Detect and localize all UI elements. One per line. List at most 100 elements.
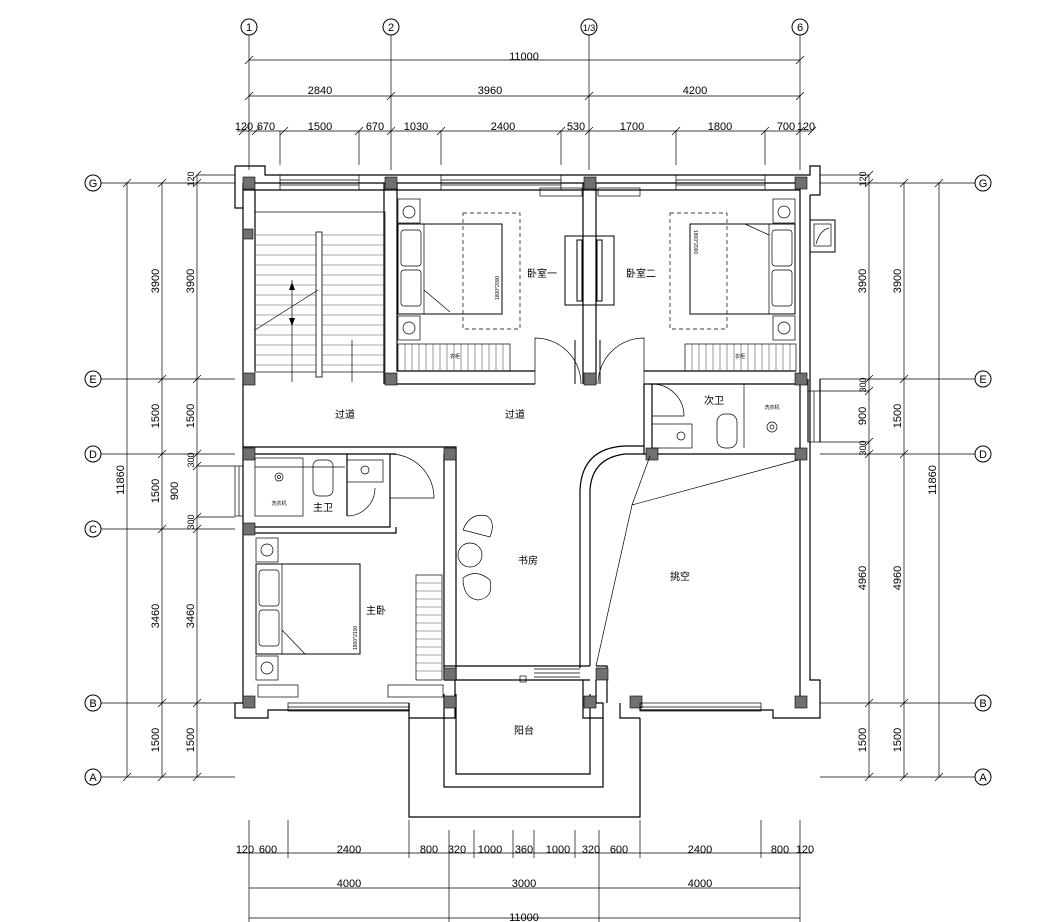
staircase [254,211,386,382]
dim-left-outer-5: 1500 [150,728,162,752]
dim-right-overall: 11860 [927,465,939,495]
top-dimension-lines: 11000 2840 3960 4200 120 670 1500 670 10… [235,51,817,165]
void-open-space: 挑空 [595,455,799,667]
room-label-study: 书房 [518,554,538,567]
bedroom-one: 衣柜 1800*2000 卧室一 [397,187,583,385]
room-label-master-bath: 主卫 [313,502,333,514]
dim-bottom-span-1: 4000 [337,878,361,890]
dim-top-span-1: 2840 [308,85,332,97]
room-label-bedroom-one: 卧室一 [527,267,557,280]
dim-right-outer-4: 1500 [892,728,904,752]
dim-right-inner-3: 300 [858,377,868,392]
dim-top-span-2: 3960 [478,85,502,97]
axis-label-E-right: E [979,374,986,386]
room-label-laundry: 洗衣机 [764,404,779,411]
dim-bottom-detail-6: 1000 [478,844,502,856]
dim-left-inner-7: 3460 [185,604,197,628]
dim-left-overall: 11860 [115,465,127,495]
axis-label-E-left: E [89,374,96,386]
dim-top-detail-8: 1700 [620,121,644,133]
dim-bottom-detail-13: 120 [796,844,814,856]
axis-label-B-left: B [89,698,96,710]
left-dimension-lines: 11860 3900 1500 1500 3460 1500 120 3900 … [115,170,235,782]
dim-left-inner-8: 1500 [185,728,197,752]
second-bathroom: 次卫 洗衣机 [651,383,780,449]
master-bathroom: 洗衣机 主卫 [254,453,435,517]
room-label-bedroom-two: 卧室二 [626,267,656,280]
axis-label-G-right: G [979,178,988,190]
dim-left-outer-3: 1500 [150,479,162,503]
dim-top-detail-4: 670 [366,121,384,133]
dim-bottom-detail-3: 2400 [337,844,361,856]
dim-bottom-detail-8: 1000 [546,844,570,856]
dim-left-inner-2: 3900 [185,269,197,293]
axis-label-2: 2 [388,22,394,34]
dim-top-detail-11: 120 [797,121,815,133]
dim-right-inner-7: 1500 [857,728,869,752]
dim-bottom-detail-4: 800 [420,844,438,856]
dim-bottom-detail-5: 320 [448,844,466,856]
dim-top-detail-9: 1800 [708,121,732,133]
dim-bottom-detail-11: 2400 [688,844,712,856]
axis-label-D-left: D [89,449,97,461]
dim-top-overall: 11000 [509,51,539,63]
dim-left-inner-6: 300 [186,514,196,529]
dim-top-detail-2: 670 [257,121,275,133]
dim-left-outer-2: 1500 [150,404,162,428]
dim-bottom-detail-2: 600 [259,844,277,856]
dim-left-outer-1: 3900 [150,269,162,293]
dim-bottom-detail-1: 120 [236,844,254,856]
dim-bottom-span-2: 3000 [512,878,536,890]
dim-bottom-detail-10: 600 [610,844,628,856]
axis-label-1: 1 [246,22,252,34]
walls [234,165,821,818]
dim-right-inner-4: 900 [857,407,869,425]
wardrobe-label-two: 衣柜 [735,353,745,360]
room-label-balcony: 阳台 [514,724,534,737]
dim-bottom-overall: 11000 [509,912,539,922]
dim-bottom-detail-12: 800 [771,844,789,856]
dim-left-inner-4: 300 [186,452,196,467]
dim-right-outer-1: 3900 [892,269,904,293]
dim-right-inner-2: 3900 [857,269,869,293]
room-label-master-laundry: 洗衣机 [271,500,286,507]
dim-left-inner-3: 1500 [185,404,197,428]
study: 书房 [457,514,580,683]
dim-right-outer-2: 1500 [892,404,904,428]
dim-top-span-3: 4200 [683,85,707,97]
room-label-void: 挑空 [670,570,690,583]
dim-top-detail-6: 2400 [491,121,515,133]
axis-label-A-left: A [89,772,97,784]
axis-label-6: 6 [797,22,803,34]
dim-top-detail-10: 700 [777,121,795,133]
bed-size-one: 1800*2000 [495,276,501,300]
room-label-hall-center: 过道 [505,408,525,421]
bed-size-two: 1800*2000 [692,230,698,254]
structural-columns [242,176,808,709]
dim-left-inner-5: 900 [169,482,181,500]
axis-label-C-left: C [89,524,97,536]
bed-size-master: 1800*2100 [353,626,359,650]
windows [234,174,821,712]
dim-right-inner-5: 300 [858,440,868,455]
axis-label-G-left: G [89,178,98,190]
dim-right-outer-3: 4960 [892,566,904,590]
axis-label-B-right: B [979,698,986,710]
center-cabinet [564,235,615,306]
axis-label-1-3: 1/3 [583,23,596,33]
axis-label-D-right: D [979,449,987,461]
dim-top-detail-1: 120 [235,121,253,133]
grid-axis-markers: 1 2 1/3 6 G E D C B A G E D B A [84,18,992,786]
dim-right-inner-1: 120 [858,171,868,186]
bedroom-two: 衣柜 1800*2000 卧室二 [597,187,836,385]
dim-bottom-detail-9: 320 [582,844,600,856]
bottom-dimension-lines: 120 600 2400 800 320 1000 360 1000 320 6… [236,820,814,922]
dim-bottom-span-3: 4000 [688,878,712,890]
right-dimension-lines: 120 3900 300 900 300 4960 1500 3900 1500… [820,170,944,782]
room-label-second-bath: 次卫 [704,394,724,407]
dim-right-inner-6: 4960 [857,566,869,590]
dim-left-inner-1: 120 [186,171,196,186]
dim-top-detail-5: 1030 [404,121,428,133]
room-label-hall-left: 过道 [335,408,355,421]
